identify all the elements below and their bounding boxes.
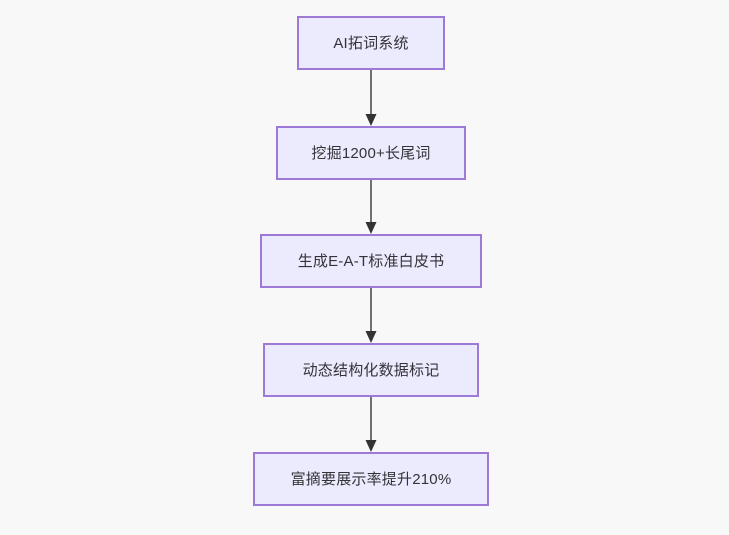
flowchart-edge-1-2	[364, 70, 378, 126]
flowchart-node-1[interactable]: AI拓词系统	[297, 16, 445, 70]
flowchart-node-1-label: AI拓词系统	[333, 34, 409, 52]
flowchart-node-4[interactable]: 动态结构化数据标记	[263, 343, 479, 397]
arrow-down-icon	[365, 222, 377, 234]
flowchart-edge-3-4	[364, 288, 378, 343]
arrow-down-icon	[365, 440, 377, 452]
flowchart-node-5-label: 富摘要展示率提升210%	[290, 470, 452, 488]
flowchart-edge-2-3	[364, 180, 378, 234]
flowchart-node-2[interactable]: 挖掘1200+长尾词	[276, 126, 466, 180]
flowchart-node-3-label: 生成E-A-T标准白皮书	[297, 252, 445, 270]
flowchart-node-4-label: 动态结构化数据标记	[302, 361, 440, 379]
arrow-down-icon	[365, 114, 377, 126]
flowchart-node-3[interactable]: 生成E-A-T标准白皮书	[260, 234, 482, 288]
flowchart-node-5[interactable]: 富摘要展示率提升210%	[253, 452, 489, 506]
flowchart-node-2-label: 挖掘1200+长尾词	[311, 144, 431, 162]
flowchart-edge-4-5	[364, 397, 378, 452]
arrow-down-icon	[365, 331, 377, 343]
